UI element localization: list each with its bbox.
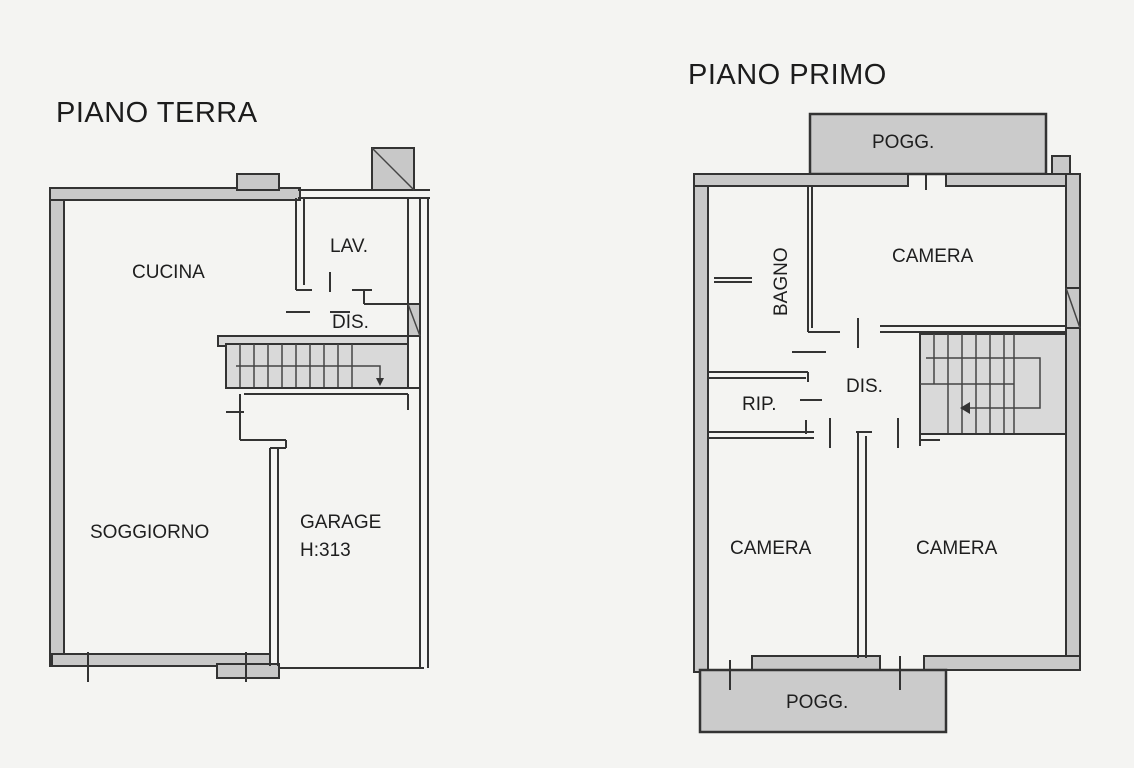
stair-arrow-icon — [376, 378, 384, 386]
ground-floor-plan: PIANO TERRA — [49, 97, 430, 682]
room-label-camera-top: CAMERA — [892, 246, 974, 267]
first-bottom-wall-right — [923, 655, 1081, 671]
first-floor-title: PIANO PRIMO — [688, 59, 887, 91]
ground-stair-treads — [236, 344, 381, 388]
room-label-lav: LAV. — [330, 236, 368, 257]
first-bottom-wall-left — [751, 655, 881, 671]
room-label-bagno: BAGNO — [771, 247, 792, 316]
first-top-wall-right — [945, 173, 1075, 187]
ground-bottom-step — [216, 663, 280, 679]
room-label-rip: RIP. — [742, 394, 777, 415]
ground-chimney — [236, 173, 280, 191]
bottom-balcony — [698, 668, 948, 734]
first-top-wall-left — [693, 173, 909, 187]
room-label-pogg-top: POGG. — [872, 132, 934, 153]
room-label-dis: DIS. — [332, 312, 369, 333]
top-balcony — [808, 112, 1048, 176]
room-label-garage: GARAGE — [300, 512, 381, 533]
first-left-wall — [693, 173, 709, 673]
room-label-dis-first: DIS. — [846, 376, 883, 397]
room-label-pogg-bottom: POGG. — [786, 692, 848, 713]
ground-floor-title: PIANO TERRA — [56, 97, 258, 129]
room-label-cucina: CUCINA — [132, 262, 205, 283]
room-label-soggiorno: SOGGIORNO — [90, 522, 209, 543]
first-floor-plan: PIANO PRIMO — [688, 59, 1081, 734]
room-label-camera-left: CAMERA — [730, 538, 812, 559]
ground-left-wall — [49, 187, 65, 667]
garage-height-label: H:313 — [300, 540, 351, 561]
first-right-wall — [1065, 173, 1081, 663]
first-stair-arrow-icon — [960, 402, 970, 414]
first-stair-treads — [920, 334, 1041, 434]
room-label-camera-right: CAMERA — [916, 538, 998, 559]
